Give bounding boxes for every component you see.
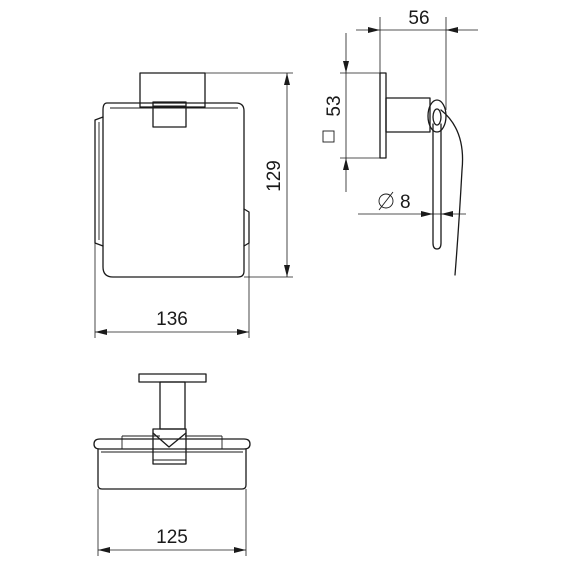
diameter-symbol (378, 191, 394, 211)
bottom-width-label: 125 (156, 527, 188, 548)
square-label: 53 (324, 95, 345, 116)
height-label: 129 (264, 160, 285, 192)
side-cap-ring (427, 99, 447, 133)
dimension-front-width: 136 (94, 243, 250, 338)
top-arm (159, 381, 186, 430)
height-arrow-bottom (284, 265, 290, 277)
depth-arrow-right (446, 27, 458, 33)
dimension-height: 129 (205, 72, 293, 278)
top-flap-body (97, 448, 247, 490)
diameter-arrow-right (441, 211, 453, 217)
square-arrow-bottom (343, 158, 349, 170)
bottom-width-arrow-right (234, 547, 246, 553)
front-view (94, 72, 250, 278)
front-width-arrow-left (95, 329, 107, 335)
front-wall-mount (139, 72, 206, 108)
diameter-label: 8 (400, 192, 411, 213)
front-left-side (94, 116, 104, 247)
front-clamp-block (152, 101, 187, 128)
side-cap-inner (432, 108, 442, 126)
top-view (93, 373, 251, 490)
side-arm (385, 97, 431, 133)
bottom-width-arrow-left (98, 547, 110, 553)
depth-label: 56 (408, 8, 429, 29)
front-cover-flap (102, 102, 245, 278)
square-symbol (322, 130, 335, 143)
diameter-arrow-left (421, 211, 433, 217)
front-right-side (243, 208, 250, 247)
front-width-label: 136 (156, 309, 188, 330)
top-clamp-v (152, 432, 187, 448)
side-flap-curve (440, 109, 464, 276)
front-width-arrow-right (237, 329, 249, 335)
side-view (379, 72, 464, 276)
dimension-depth: 56 (356, 8, 478, 110)
height-arrow-top (284, 73, 290, 85)
top-wall-plate (138, 373, 207, 383)
top-rod-bar (93, 438, 251, 450)
depth-arrow-left (368, 27, 380, 33)
top-clamp (152, 428, 187, 465)
dimension-square: 53 (322, 33, 380, 192)
dimension-bottom-width: 125 (97, 489, 247, 556)
side-wall-plate (379, 72, 387, 159)
side-rod (432, 123, 442, 250)
square-arrow-top (343, 61, 349, 73)
dimension-diameter: 8 (358, 191, 466, 217)
